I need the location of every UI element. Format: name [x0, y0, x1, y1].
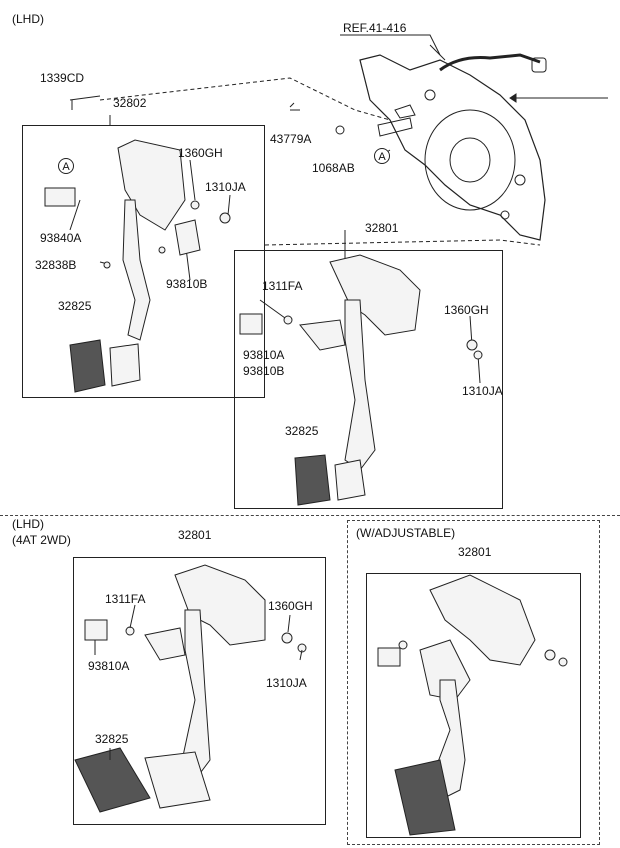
pedal-pad-adjustable	[394, 759, 456, 836]
part-1310JA-b: 1310JA	[462, 384, 503, 398]
callout-a-right: A	[374, 148, 390, 164]
part-1360GH-b: 1360GH	[444, 303, 489, 317]
part-93810B-a: 93810B	[166, 277, 208, 291]
part-93810A-a: 93810A	[243, 348, 285, 362]
pedal-pad-32802a	[69, 339, 106, 393]
header-variant: (4AT 2WD)	[12, 533, 71, 547]
part-93840A: 93840A	[40, 231, 82, 245]
assembly-box-32801-a	[234, 250, 503, 509]
part-32801-b: 32801	[178, 528, 212, 542]
pedal-pad-32801a	[294, 454, 331, 506]
part-43779A: 43779A	[270, 132, 312, 146]
part-32825-c: 32825	[95, 732, 129, 746]
part-1311FA-a: 1311FA	[262, 279, 303, 293]
ref-leader	[340, 34, 441, 56]
part-32802: 32802	[113, 96, 147, 110]
part-32838B: 32838B	[35, 258, 77, 272]
pedal-pad-32825c	[74, 747, 151, 813]
part-32825-a: 32825	[58, 299, 92, 313]
pedal-bracket-32802	[117, 139, 186, 231]
part-1310JA-a: 1310JA	[205, 180, 246, 194]
part-32801-c: 32801	[458, 545, 492, 559]
part-32825-b: 32825	[285, 424, 319, 438]
adjustable-dashed-box	[347, 520, 600, 845]
firewall-bracket-shape	[359, 54, 546, 241]
ref-label: REF.41-416	[343, 21, 407, 35]
part-1310JA-c: 1310JA	[266, 676, 307, 690]
assembly-box-32801-b	[73, 557, 326, 825]
part-1339CD: 1339CD	[40, 71, 85, 85]
assembly-box-32801-c	[366, 573, 581, 838]
callout-a-left: A	[58, 158, 74, 174]
part-1068AB: 1068AB	[312, 161, 355, 175]
part-93810A-b: 93810A	[88, 659, 130, 673]
pedal-arm-32802	[122, 199, 151, 341]
section-divider	[0, 515, 620, 516]
header-lhd-top: (LHD)	[12, 12, 44, 26]
part-1360GH-c: 1360GH	[268, 599, 313, 613]
assembly-box-32802	[22, 125, 265, 398]
part-93810B-b: 93810B	[243, 364, 285, 378]
part-1360GH-a: 1360GH	[178, 146, 223, 160]
part-1311FA-b: 1311FA	[105, 592, 146, 606]
header-adjustable: (W/ADJUSTABLE)	[356, 526, 456, 540]
header-lhd-bottom: (LHD)	[12, 517, 44, 531]
part-32801-a: 32801	[365, 221, 399, 235]
